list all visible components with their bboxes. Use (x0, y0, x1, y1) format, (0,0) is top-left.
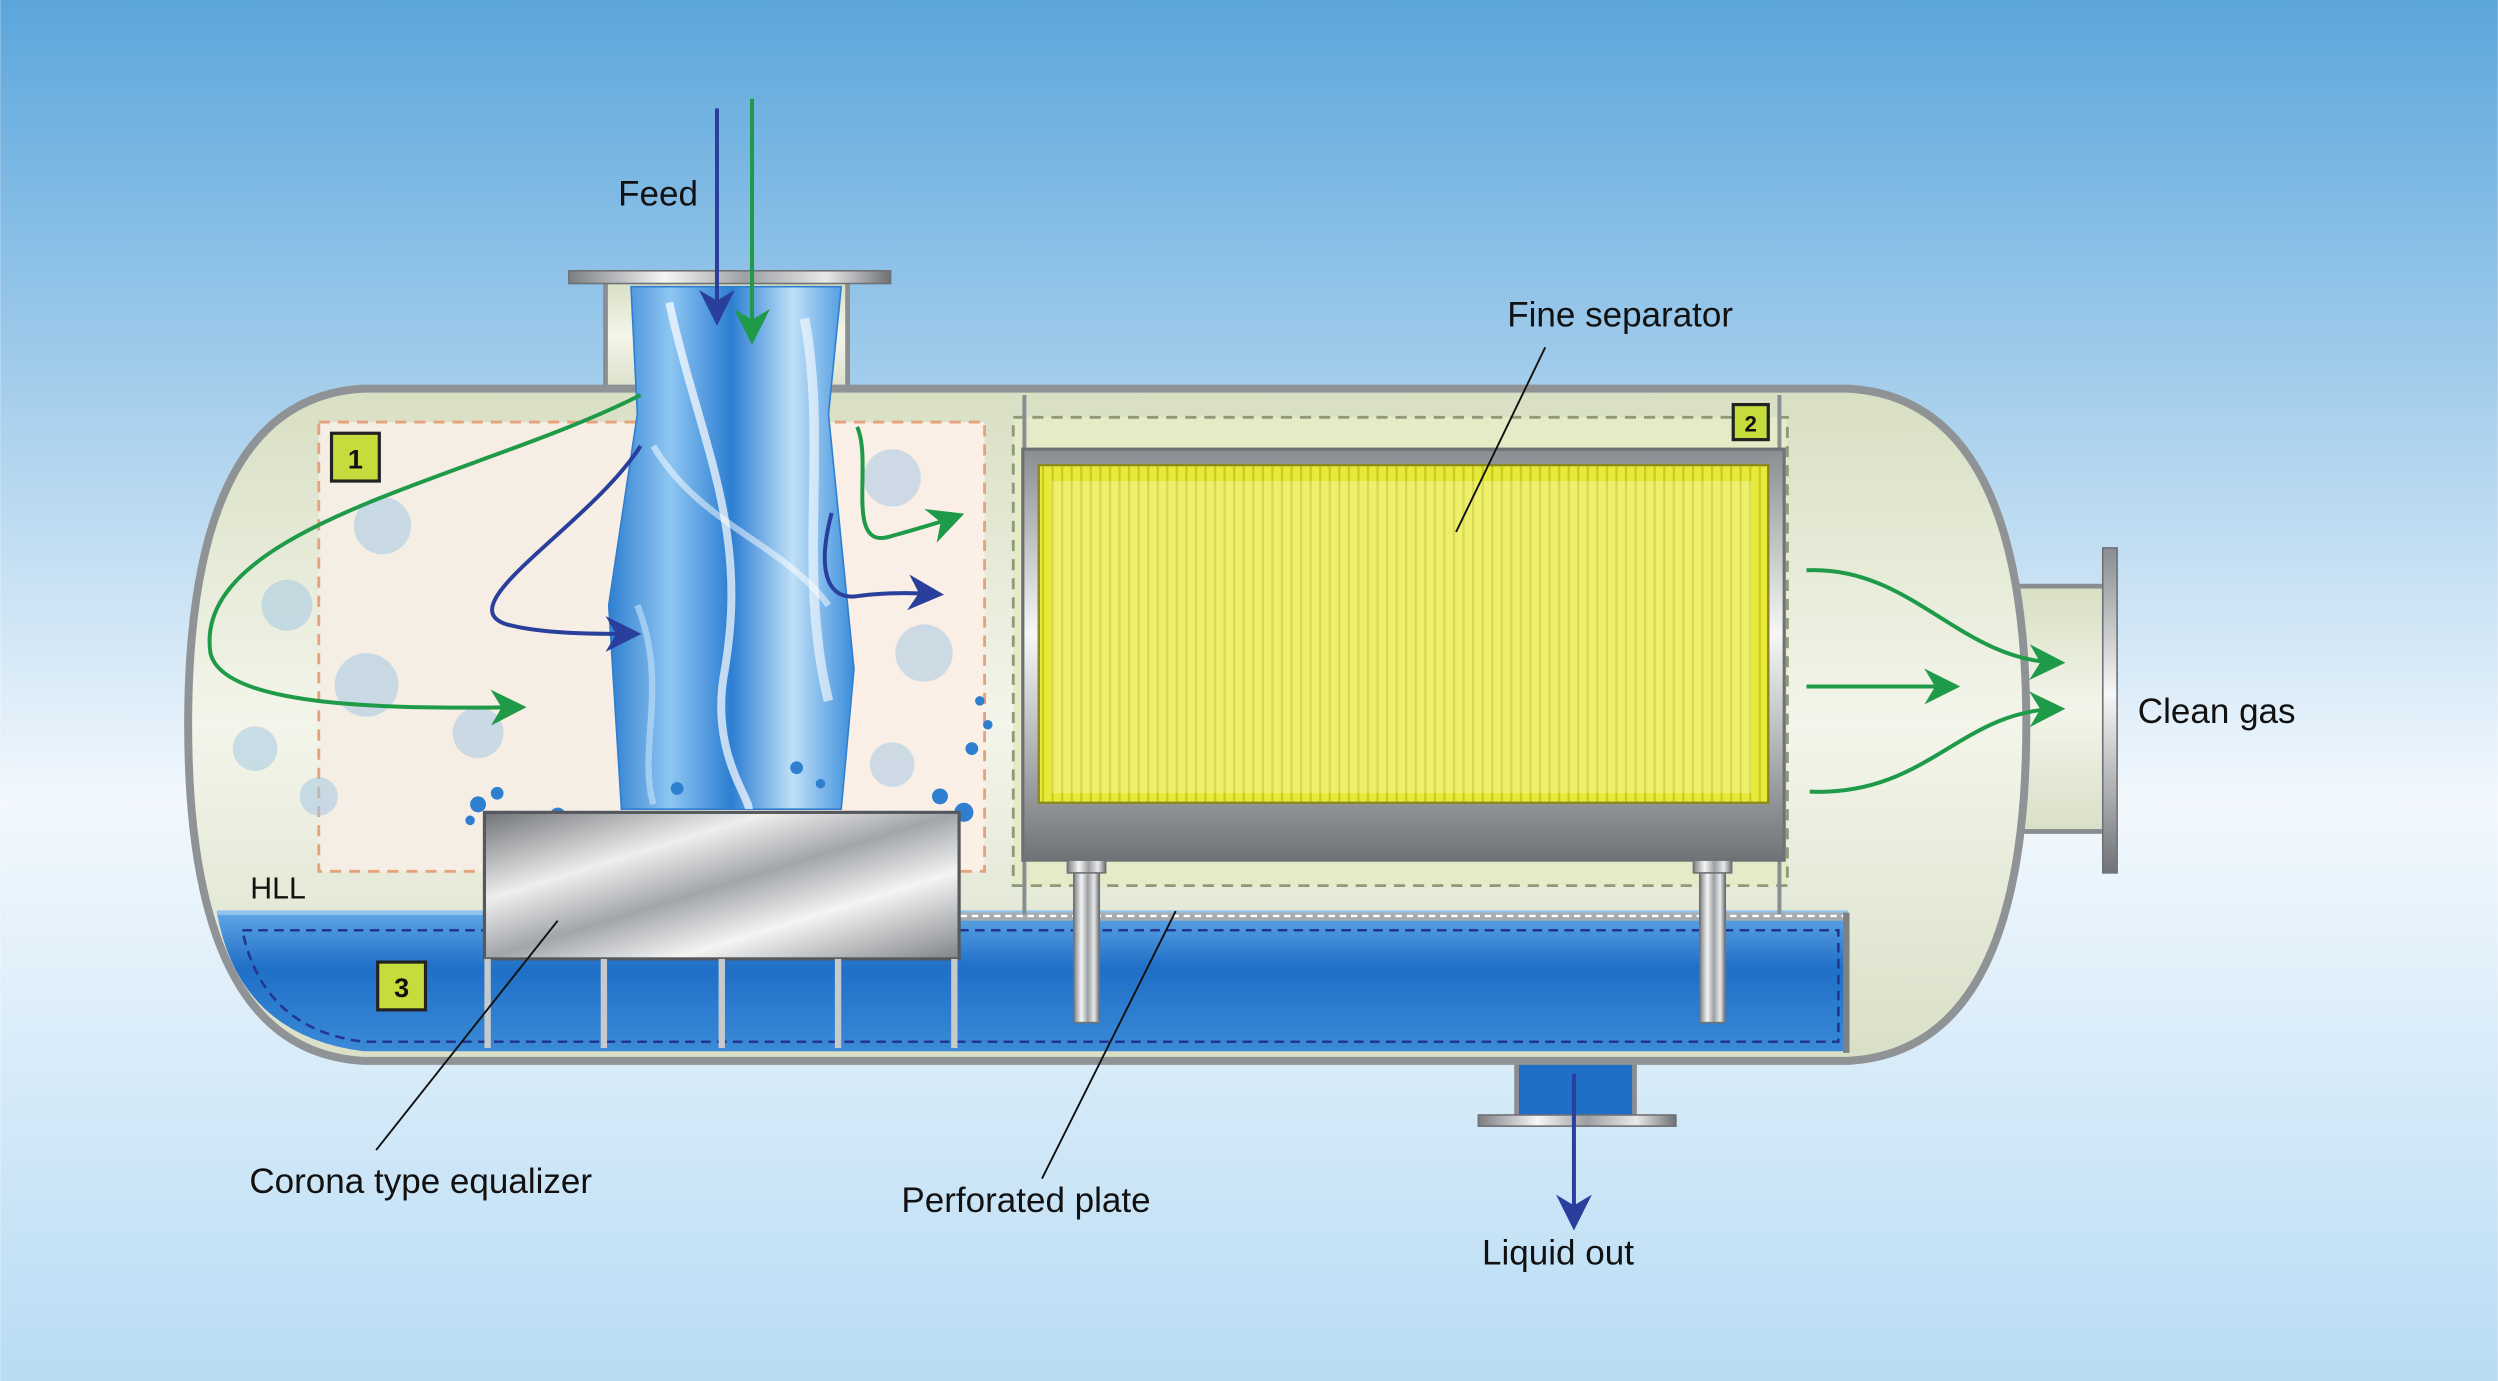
zone-3-badge: 3 (376, 960, 428, 1012)
liquid-flow-arrow-right (822, 512, 944, 611)
corona-equalizer (482, 810, 961, 1049)
svg-text:2: 2 (1745, 412, 1757, 437)
clean-gas-label: Clean gas (2138, 692, 2296, 731)
feed-label: Feed (618, 174, 698, 213)
clean-gas-arrow-top (1806, 568, 2066, 681)
hll-label: HLL (250, 872, 306, 905)
liquid-flow-arrow-left (490, 444, 643, 652)
gas-flow-arrow-right (855, 426, 965, 543)
perforated-plate-label: Perforated plate (901, 1181, 1150, 1220)
gas-flow-arrow-left (207, 393, 642, 726)
perforated-plate-leader (1041, 910, 1177, 1180)
svg-text:1: 1 (348, 443, 363, 474)
corona-equalizer-leader (375, 920, 559, 1151)
liquid-pool (216, 912, 1848, 1052)
liquid-out-label: Liquid out (1482, 1234, 1634, 1273)
svg-text:3: 3 (394, 972, 409, 1003)
fine-separator-leader (1455, 346, 1547, 533)
feed-jet (607, 285, 855, 810)
separator-supports (1066, 859, 1733, 1024)
zone-1-badge: 1 (329, 431, 381, 483)
clean-gas-arrow-bottom (1809, 691, 2066, 794)
fine-separator-label: Fine separator (1507, 296, 1733, 335)
corona-equalizer-label: Corona type equalizer (249, 1162, 592, 1201)
zone-2-badge: 2 (1731, 402, 1770, 442)
mist-droplets (232, 449, 953, 816)
fine-separator (1021, 447, 1786, 862)
zone-3-area (240, 928, 1840, 1043)
